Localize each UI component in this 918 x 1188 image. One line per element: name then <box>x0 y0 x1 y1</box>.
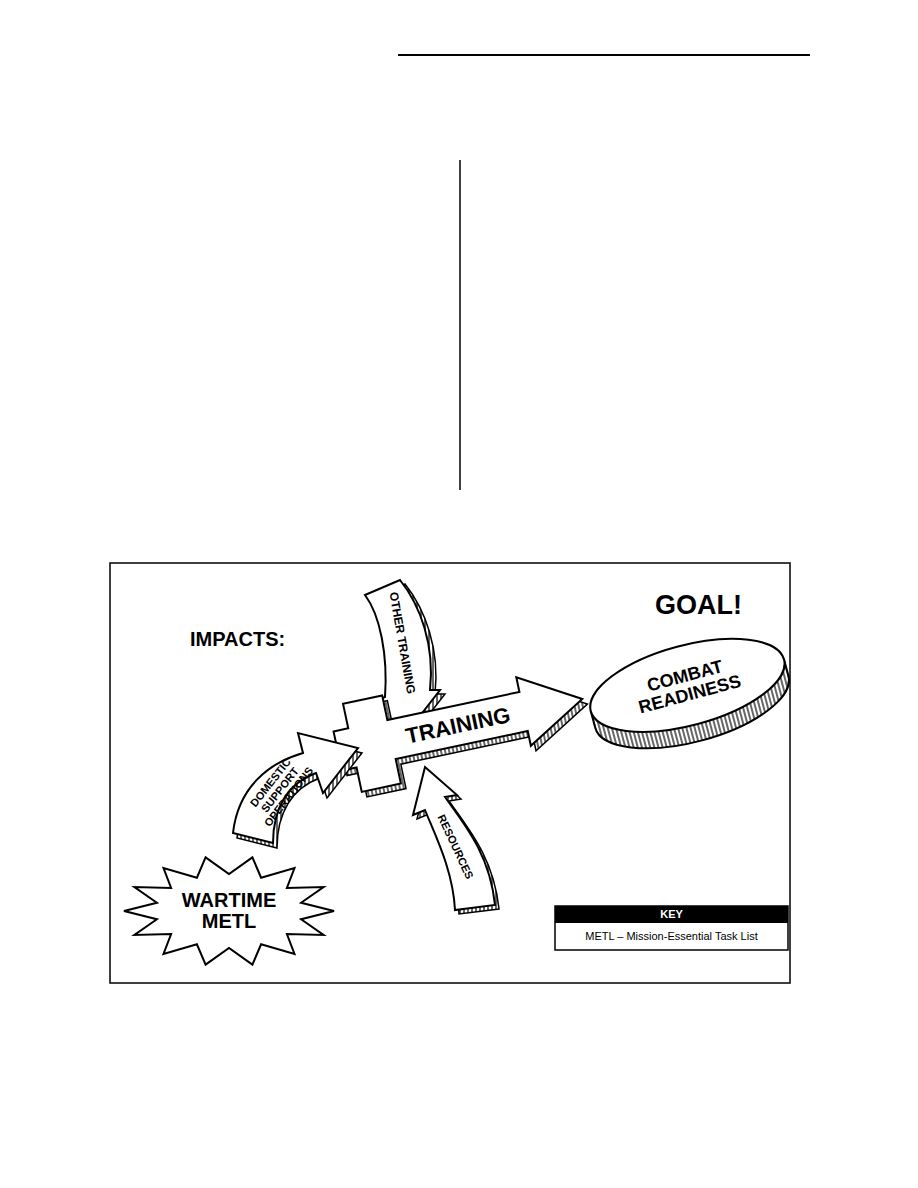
shape-part <box>580 621 794 750</box>
starburst: WARTIME METL <box>122 855 337 967</box>
shape-part <box>555 906 788 950</box>
column-rule <box>459 160 461 490</box>
curved-impact-arrow: RESOURCES <box>395 765 505 915</box>
training-arrow: TRAINING <box>330 665 589 785</box>
shape-part <box>413 767 495 910</box>
starburst-text: WARTIME METL <box>169 890 289 932</box>
goal-disc: COMBAT READINESS <box>574 615 805 776</box>
key-box: KEY METL – Mission-Essential Task List <box>555 906 788 950</box>
curved-impact-arrow: DOMESTIC SUPPORT OPERATIONS <box>228 728 363 853</box>
key-entry: METL – Mission-Essential Task List <box>555 927 788 945</box>
shape-part <box>124 857 334 964</box>
impacts-heading: IMPACTS: <box>190 628 285 651</box>
curved-impact-arrow-text: DOMESTIC SUPPORT OPERATIONS <box>232 735 328 845</box>
figure-frame <box>110 563 790 983</box>
goal-heading: GOAL! <box>655 590 742 621</box>
header-rule <box>398 54 810 56</box>
shape-part <box>555 906 788 923</box>
key-heading: KEY <box>555 907 788 922</box>
shape-part <box>328 655 591 795</box>
